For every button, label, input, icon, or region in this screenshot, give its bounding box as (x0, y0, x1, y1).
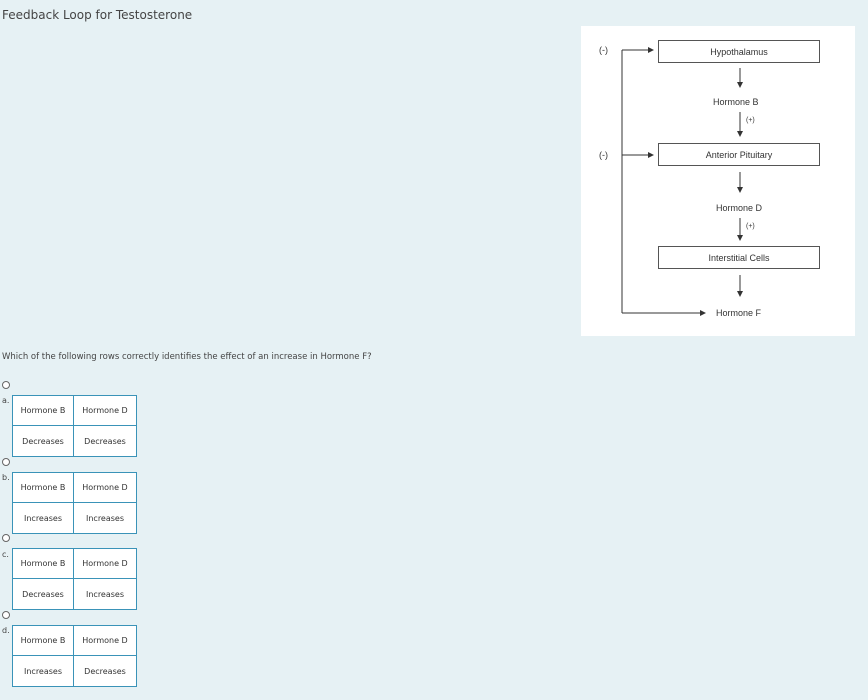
option-b-table[interactable]: Hormone B Hormone D Increases Increases (12, 472, 137, 534)
label-plus-2: (+) (746, 223, 755, 230)
table-cell: Decreases (12, 578, 74, 610)
table-header-cell: Hormone D (73, 548, 137, 579)
table-header-cell: Hormone D (73, 395, 137, 426)
table-cell: Decreases (12, 425, 74, 457)
question-text: Which of the following rows correctly id… (2, 352, 372, 362)
option-c-table[interactable]: Hormone B Hormone D Decreases Increases (12, 548, 137, 610)
table-cell: Increases (12, 502, 74, 534)
table-header-cell: Hormone B (12, 395, 74, 426)
radio-option-c[interactable] (2, 534, 10, 542)
radio-option-d[interactable] (2, 611, 10, 619)
box-anterior-pituitary: Anterior Pituitary (658, 143, 820, 166)
label-hormone-d: Hormone D (716, 203, 763, 213)
option-d-table[interactable]: Hormone B Hormone D Increases Decreases (12, 625, 137, 687)
label-hormone-f: Hormone F (716, 308, 762, 318)
label-hormone-b: Hormone B (713, 97, 759, 107)
label-plus-1: (+) (746, 117, 755, 124)
option-c-letter: c. (2, 550, 9, 559)
table-cell: Increases (73, 578, 137, 610)
box-interstitial-cells: Interstitial Cells (658, 246, 820, 269)
table-cell: Increases (12, 655, 74, 687)
table-cell: Increases (73, 502, 137, 534)
table-header-cell: Hormone D (73, 625, 137, 656)
label-minus-2: (-) (599, 150, 608, 160)
table-header-cell: Hormone B (12, 625, 74, 656)
option-d-letter: d. (2, 626, 10, 635)
table-header-cell: Hormone B (12, 472, 74, 503)
table-cell: Decreases (73, 425, 137, 457)
table-header-cell: Hormone B (12, 548, 74, 579)
table-cell: Decreases (73, 655, 137, 687)
option-b-letter: b. (2, 473, 10, 482)
table-header-cell: Hormone D (73, 472, 137, 503)
page-title: Feedback Loop for Testosterone (2, 8, 193, 22)
label-minus-1: (-) (599, 45, 608, 55)
radio-option-b[interactable] (2, 458, 10, 466)
radio-option-a[interactable] (2, 381, 10, 389)
option-a-table[interactable]: Hormone B Hormone D Decreases Decreases (12, 395, 137, 457)
option-a-letter: a. (2, 396, 10, 405)
box-hypothalamus: Hypothalamus (658, 40, 820, 63)
diagram-lines (621, 47, 743, 316)
feedback-loop-diagram: Hypothalamus Anterior Pituitary Intersti… (581, 26, 855, 336)
